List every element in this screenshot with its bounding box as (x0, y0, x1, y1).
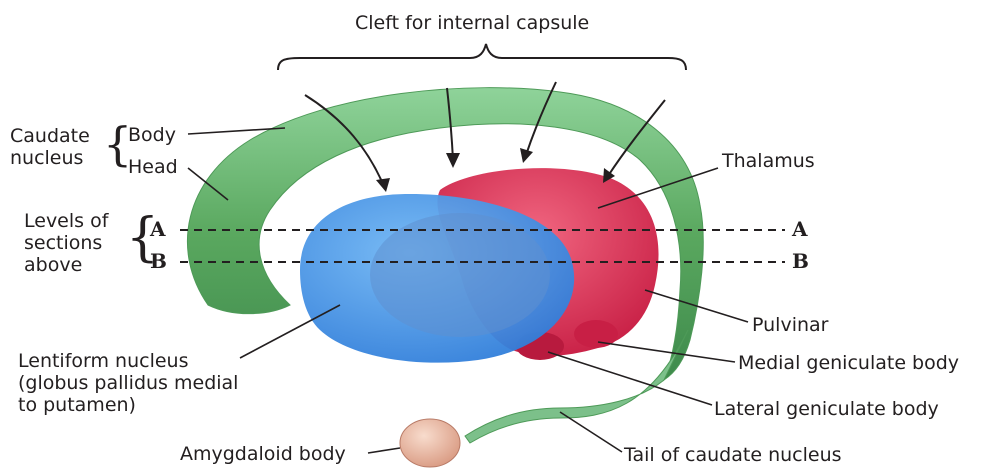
thalamus-label: Thalamus (722, 150, 815, 172)
medial-geniculate-label: Medial geniculate body (738, 352, 959, 374)
amygdaloid-label: Amygdaloid body (180, 443, 346, 465)
level-a-left: A (150, 218, 166, 240)
pulvinar-label: Pulvinar (752, 314, 828, 336)
level-b-right: B (792, 250, 809, 272)
amygdaloid-body-shape (400, 419, 460, 467)
level-b-left: B (150, 250, 167, 272)
levels-label: Levels of sections above (24, 210, 124, 276)
internal-capsule-label: Cleft for internal capsule (355, 12, 589, 34)
caudate-head-label: Head (128, 156, 178, 178)
lentiform-label: Lentiform nucleus (globus pallidus media… (18, 350, 238, 416)
tail-label: Tail of caudate nucleus (624, 444, 842, 466)
level-a-right: A (792, 218, 808, 240)
putamen-overlap-shape (370, 213, 550, 337)
internal-capsule-bracket (278, 44, 686, 70)
lateral-geniculate-label: Lateral geniculate body (714, 398, 939, 420)
caudate-body-label: Body (128, 124, 176, 146)
caudate-nucleus-label: Caudate nucleus (10, 125, 105, 169)
